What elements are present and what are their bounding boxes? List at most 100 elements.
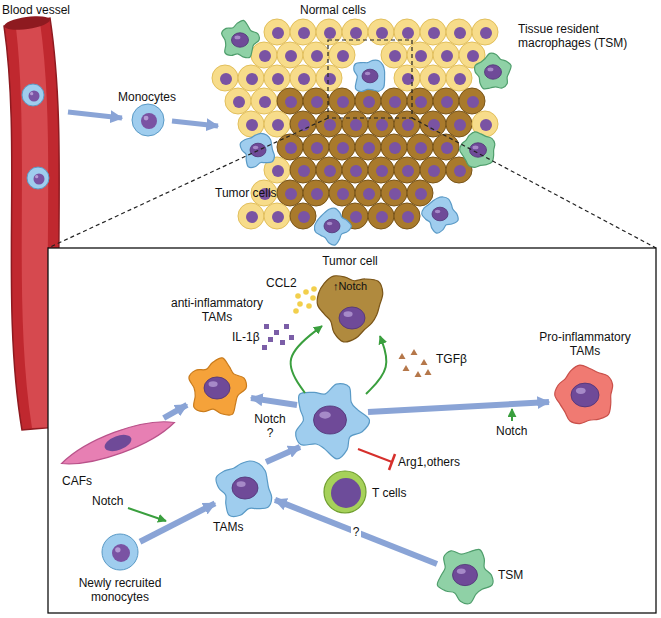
cell-body bbox=[264, 65, 290, 91]
cell-body bbox=[290, 19, 316, 45]
cell-body bbox=[316, 65, 342, 91]
figure-label: CCL2 bbox=[266, 276, 297, 290]
nucleus bbox=[324, 73, 336, 85]
cell-node: anti-inflammatory TAMs bbox=[187, 358, 247, 418]
normal-cell bbox=[264, 65, 290, 91]
nucleus-highlight bbox=[35, 175, 38, 178]
tumor-cell bbox=[342, 111, 368, 137]
ccl2-dot bbox=[310, 295, 316, 301]
nucleus-highlight bbox=[344, 311, 353, 317]
nucleus-highlight bbox=[30, 92, 33, 95]
nucleus bbox=[376, 165, 388, 177]
normal-cell bbox=[290, 19, 316, 45]
cell-body bbox=[407, 42, 433, 68]
normal-cell bbox=[290, 65, 316, 91]
macrophage bbox=[422, 197, 459, 233]
normal-cell bbox=[394, 19, 420, 45]
nucleus bbox=[415, 142, 427, 154]
macrophage bbox=[354, 60, 385, 91]
tumor-cell bbox=[368, 157, 394, 183]
tumor-cell bbox=[303, 88, 329, 114]
nucleus bbox=[467, 50, 479, 62]
cell-body bbox=[296, 384, 370, 459]
cell-body bbox=[316, 157, 342, 183]
tgfb-triangle bbox=[399, 353, 406, 359]
nucleus bbox=[141, 113, 157, 129]
cell-label: Newly recruited monocytes bbox=[60, 576, 180, 604]
nucleus bbox=[415, 50, 427, 62]
nucleus-highlight bbox=[144, 116, 149, 121]
inset-box bbox=[48, 248, 656, 613]
tumor-cell bbox=[394, 157, 420, 183]
tumor-cell bbox=[407, 88, 433, 114]
anti-inflammatory-tam bbox=[189, 358, 247, 415]
nucleus bbox=[246, 211, 258, 223]
cell-body bbox=[394, 203, 420, 229]
il1b-square bbox=[284, 324, 289, 329]
nucleus bbox=[298, 211, 310, 223]
cell-body bbox=[394, 111, 420, 137]
tumor-cell bbox=[420, 111, 446, 137]
nucleus bbox=[376, 119, 388, 131]
nucleus bbox=[454, 73, 466, 85]
nucleus bbox=[220, 73, 232, 85]
tumor-cell bbox=[407, 134, 433, 160]
nucleus bbox=[298, 119, 310, 131]
tissue-macrophage bbox=[222, 20, 260, 57]
nucleus bbox=[441, 96, 453, 108]
tumor-cell bbox=[407, 180, 433, 206]
nucleus bbox=[389, 142, 401, 154]
figure-label: Notch bbox=[92, 494, 123, 508]
cell-body bbox=[251, 42, 277, 68]
nucleus bbox=[298, 165, 310, 177]
edge-label: ? bbox=[351, 525, 362, 539]
nucleus bbox=[29, 91, 40, 102]
ccl2-dot bbox=[293, 308, 299, 314]
nucleus bbox=[350, 165, 362, 177]
nucleus-highlight bbox=[327, 222, 333, 226]
cell-body bbox=[102, 534, 138, 570]
normal-cell bbox=[420, 65, 446, 91]
cell-node: T cells bbox=[323, 470, 367, 514]
tumor-cell bbox=[290, 111, 316, 137]
cell-body bbox=[277, 42, 303, 68]
cell-body bbox=[420, 19, 446, 45]
normal-cell bbox=[238, 203, 264, 229]
nucleus bbox=[389, 96, 401, 108]
monocyte bbox=[102, 534, 138, 570]
cell-body bbox=[132, 104, 164, 136]
connector-arrow bbox=[140, 503, 215, 541]
tgfb-triangle bbox=[411, 349, 418, 355]
cell-body bbox=[368, 203, 394, 229]
cell-body bbox=[475, 53, 511, 89]
tumor-cell bbox=[290, 203, 316, 229]
tumor-cell bbox=[290, 157, 316, 183]
nucleus bbox=[441, 142, 453, 154]
nucleus bbox=[232, 477, 258, 499]
normal-cell bbox=[446, 19, 472, 45]
normal-cell bbox=[264, 111, 290, 137]
cell-body bbox=[290, 111, 316, 137]
nucleus bbox=[470, 143, 487, 157]
monocyte bbox=[22, 84, 44, 106]
tumor-cell bbox=[303, 134, 329, 160]
t-cell bbox=[324, 471, 366, 513]
cell-body bbox=[407, 88, 433, 114]
nucleus bbox=[311, 142, 323, 154]
nucleus-highlight bbox=[576, 388, 586, 394]
nucleus bbox=[454, 119, 466, 131]
normal-cell bbox=[368, 19, 394, 45]
nucleus bbox=[432, 207, 448, 221]
cell-body bbox=[277, 180, 303, 206]
cell-body bbox=[264, 19, 290, 45]
nucleus bbox=[331, 478, 361, 508]
cell-body bbox=[329, 134, 355, 160]
tissue-macrophage bbox=[475, 53, 511, 89]
cell-body bbox=[329, 88, 355, 114]
figure-label: Tissue resident macrophages (TSM) bbox=[518, 22, 648, 50]
cell-body bbox=[290, 203, 316, 229]
il1b-square bbox=[264, 324, 269, 329]
il1b-square bbox=[274, 330, 279, 335]
nucleus bbox=[428, 73, 440, 85]
